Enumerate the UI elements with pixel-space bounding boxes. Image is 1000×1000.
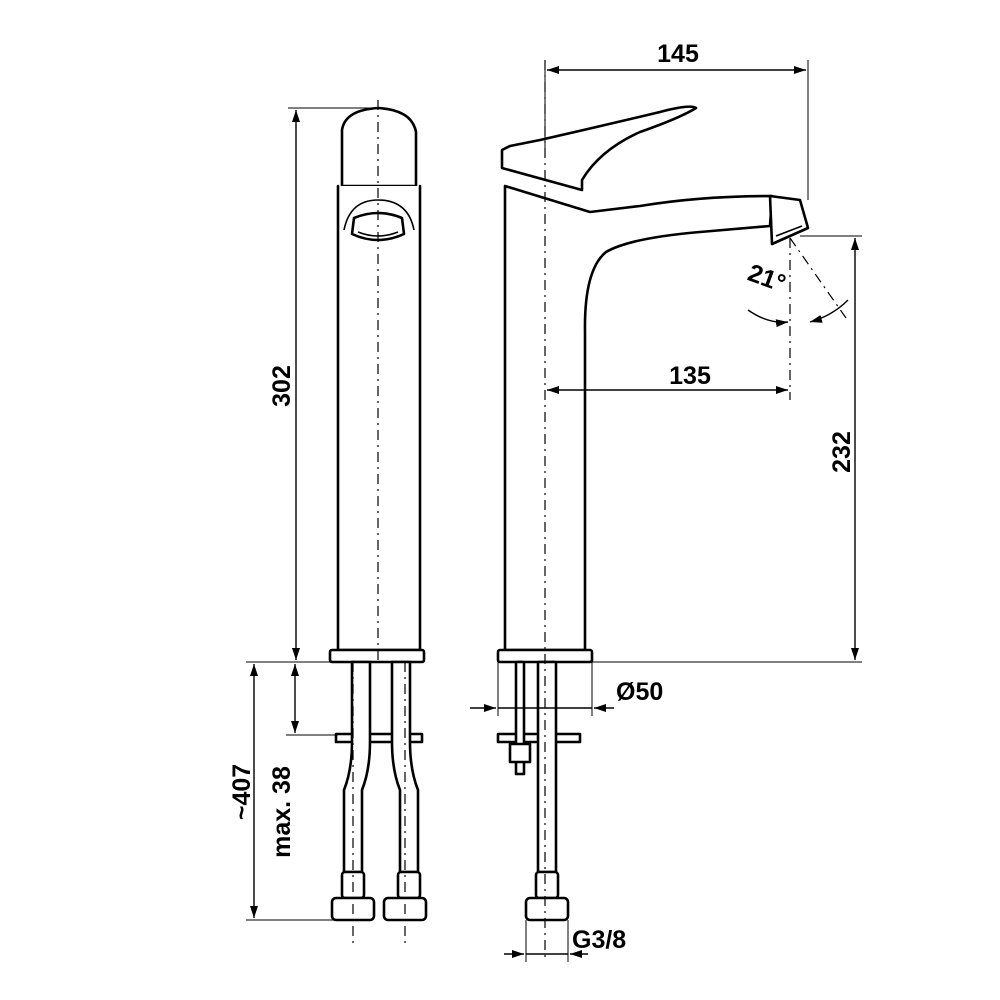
side-body [503, 184, 774, 652]
front-lever [340, 106, 418, 188]
dimension-label-232: 232 [828, 431, 856, 473]
front-supply-hose-left [342, 660, 372, 874]
front-base-ring [328, 648, 426, 664]
dimension-max-deck-thickness: max. 38 [268, 664, 338, 858]
front-view [328, 100, 428, 945]
front-body [336, 184, 422, 652]
dimension-label-135: 135 [669, 362, 711, 390]
side-view [496, 60, 847, 960]
side-threaded-rod [514, 660, 526, 776]
front-mounting-bracket [334, 732, 424, 744]
side-lever [500, 105, 698, 192]
side-supply-hose [536, 660, 558, 874]
dimension-label-21-degrees: 21° [744, 259, 789, 298]
dimension-label-g3-8: G3/8 [572, 926, 626, 954]
dimension-spout-height: 232 [592, 235, 862, 663]
dimension-overall-length: ~407 [228, 661, 334, 921]
dimension-label-145: 145 [657, 40, 699, 68]
dimension-label-302: 302 [268, 365, 296, 407]
dimension-spout-reach-outer: 145 [544, 40, 809, 200]
front-aerator-housing [343, 199, 415, 231]
dimension-base-diameter: Ø50 [470, 662, 663, 716]
dimension-label-diameter-50: Ø50 [616, 678, 663, 706]
dimension-connection-thread: G3/8 [504, 920, 626, 962]
side-hose-nut [524, 896, 570, 922]
side-fixing-nut [508, 742, 532, 764]
side-aerator [768, 194, 810, 246]
dimension-total-height: 302 [268, 107, 380, 663]
dimension-spout-reach: 135 [547, 362, 788, 394]
dimension-label-407: ~407 [228, 764, 256, 820]
dimension-spray-angle: 21° [744, 259, 849, 328]
dimension-label-max-38: max. 38 [268, 766, 296, 858]
